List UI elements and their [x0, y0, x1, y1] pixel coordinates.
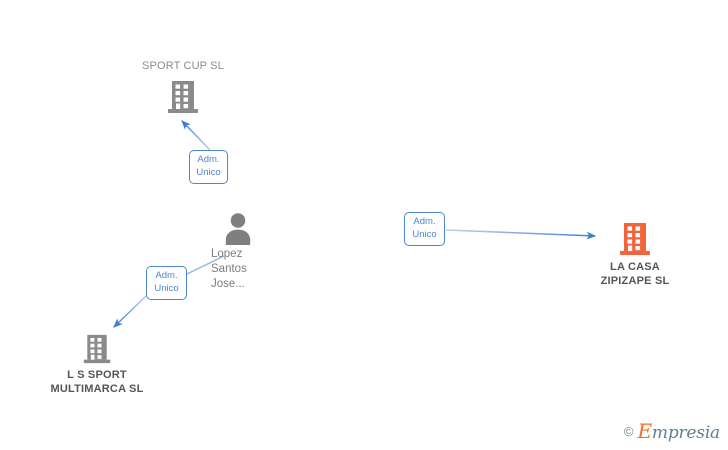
- building-icon: [17, 333, 177, 365]
- node-company-la-casa-zipizape[interactable]: LA CASA ZIPIZAPE SL: [555, 221, 715, 288]
- edge-person-to-ls-sport[interactable]: [113, 255, 225, 328]
- node-company-ls-sport-multimarca[interactable]: L S SPORT MULTIMARCA SL: [17, 333, 177, 396]
- node-label-person: Lopez Santos Jose...: [211, 248, 247, 290]
- building-icon: [103, 79, 263, 115]
- relation-chip-la-casa[interactable]: Adm. Unico: [404, 212, 445, 246]
- building-icon: [555, 221, 715, 257]
- empresia-logo-initial: E: [637, 419, 653, 443]
- empresia-watermark: © Empresia: [624, 421, 720, 442]
- edge-person-to-la-casa[interactable]: [255, 226, 597, 240]
- copyright-icon: ©: [623, 424, 634, 439]
- node-label-la-casa-zipizape: LA CASA ZIPIZAPE SL: [600, 261, 670, 287]
- empresia-logo-rest: mpresia: [651, 423, 720, 443]
- node-person-lopez-santos[interactable]: Lopez Santos Jose...: [178, 211, 298, 292]
- node-company-sport-cup[interactable]: SPORT CUP SL: [103, 60, 263, 115]
- empresia-logo-text: Empresia: [638, 421, 721, 442]
- relation-chip-sport-cup[interactable]: Adm. Unico: [189, 150, 228, 184]
- node-label-ls-sport-multimarca: L S SPORT MULTIMARCA SL: [50, 369, 144, 395]
- person-icon: [178, 211, 298, 245]
- edge-person-to-sport-cup[interactable]: [181, 120, 211, 151]
- relation-chip-ls-sport[interactable]: Adm. Unico: [146, 266, 187, 300]
- node-label-sport-cup: SPORT CUP SL: [142, 60, 224, 72]
